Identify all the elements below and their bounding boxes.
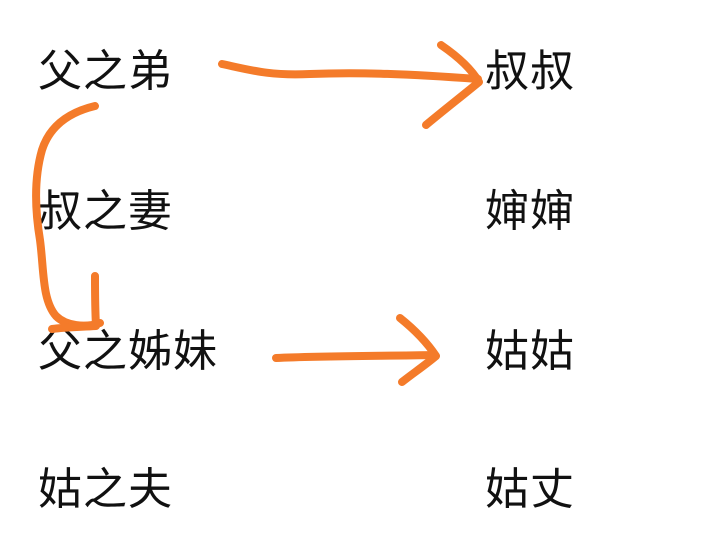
arrow-row1-shaft xyxy=(218,60,482,83)
curve-connector-tick xyxy=(48,272,100,333)
description-father-sisters: 父之姊妹 xyxy=(38,326,218,377)
arrow-row3-head xyxy=(396,314,440,386)
arrow-row1-head xyxy=(422,41,483,129)
term-uncle: 叔叔 xyxy=(485,46,575,97)
description-father-younger-brother: 父之弟 xyxy=(38,46,173,97)
term-aunt-husband: 姑丈 xyxy=(485,464,575,515)
description-aunt-husband: 姑之夫 xyxy=(38,464,173,515)
description-uncle-wife: 叔之妻 xyxy=(38,186,173,237)
term-aunt-by-marriage: 婶婶 xyxy=(485,186,575,237)
arrow-row3-shaft xyxy=(272,351,439,362)
term-aunt: 姑姑 xyxy=(485,326,575,377)
